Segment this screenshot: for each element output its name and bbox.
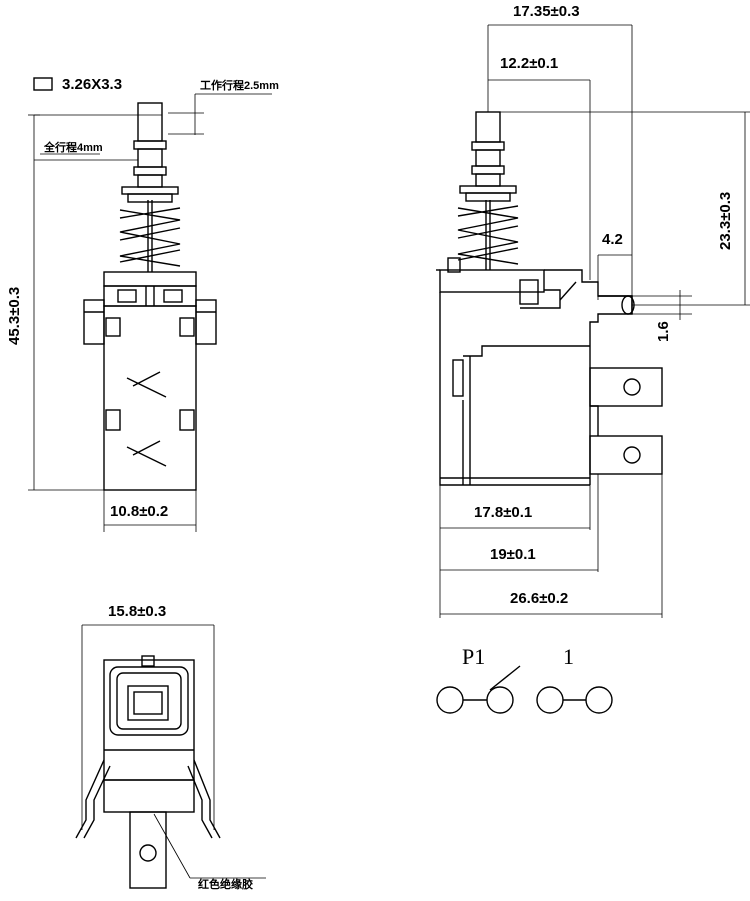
front-view: 3.26X3.3 工作行程2.5mm 全行程4mm 45.3±0.3 [6,76,279,532]
working-travel-label: 工作行程2.5mm [200,78,279,92]
insulation-note: 红色绝缘胶 [198,877,253,891]
side-body-label: 17.8±0.1 [474,504,532,521]
side-overall-length-label: 26.6±0.2 [510,590,568,607]
schematic-label-p1: P1 [462,644,485,669]
bottom-view: 15.8±0.3 红色绝缘胶 [75,603,266,891]
button-size-square [33,77,53,91]
front-width-label: 10.8±0.2 [110,503,168,520]
side-height-label: 23.3±0.3 [717,192,734,250]
front-height-label: 45.3±0.3 [6,287,23,345]
side-overall-top-label: 17.35±0.3 [513,3,580,20]
side-view: 17.35±0.3 12.2±0.1 23.3±0.3 4.2 1.6 [436,3,750,618]
side-thickness-label: 1.6 [655,321,672,342]
button-size-label: 3.26X3.3 [62,76,122,93]
schematic-label-1: 1 [563,644,574,669]
bottom-width-label: 15.8±0.3 [108,603,166,620]
switch-schematic: P1 1 [436,644,613,714]
full-travel-label: 全行程4mm [43,140,103,154]
side-mid-top-label: 12.2±0.1 [500,55,558,72]
side-body-total-label: 19±0.1 [490,546,536,563]
side-step-label: 4.2 [602,231,623,248]
